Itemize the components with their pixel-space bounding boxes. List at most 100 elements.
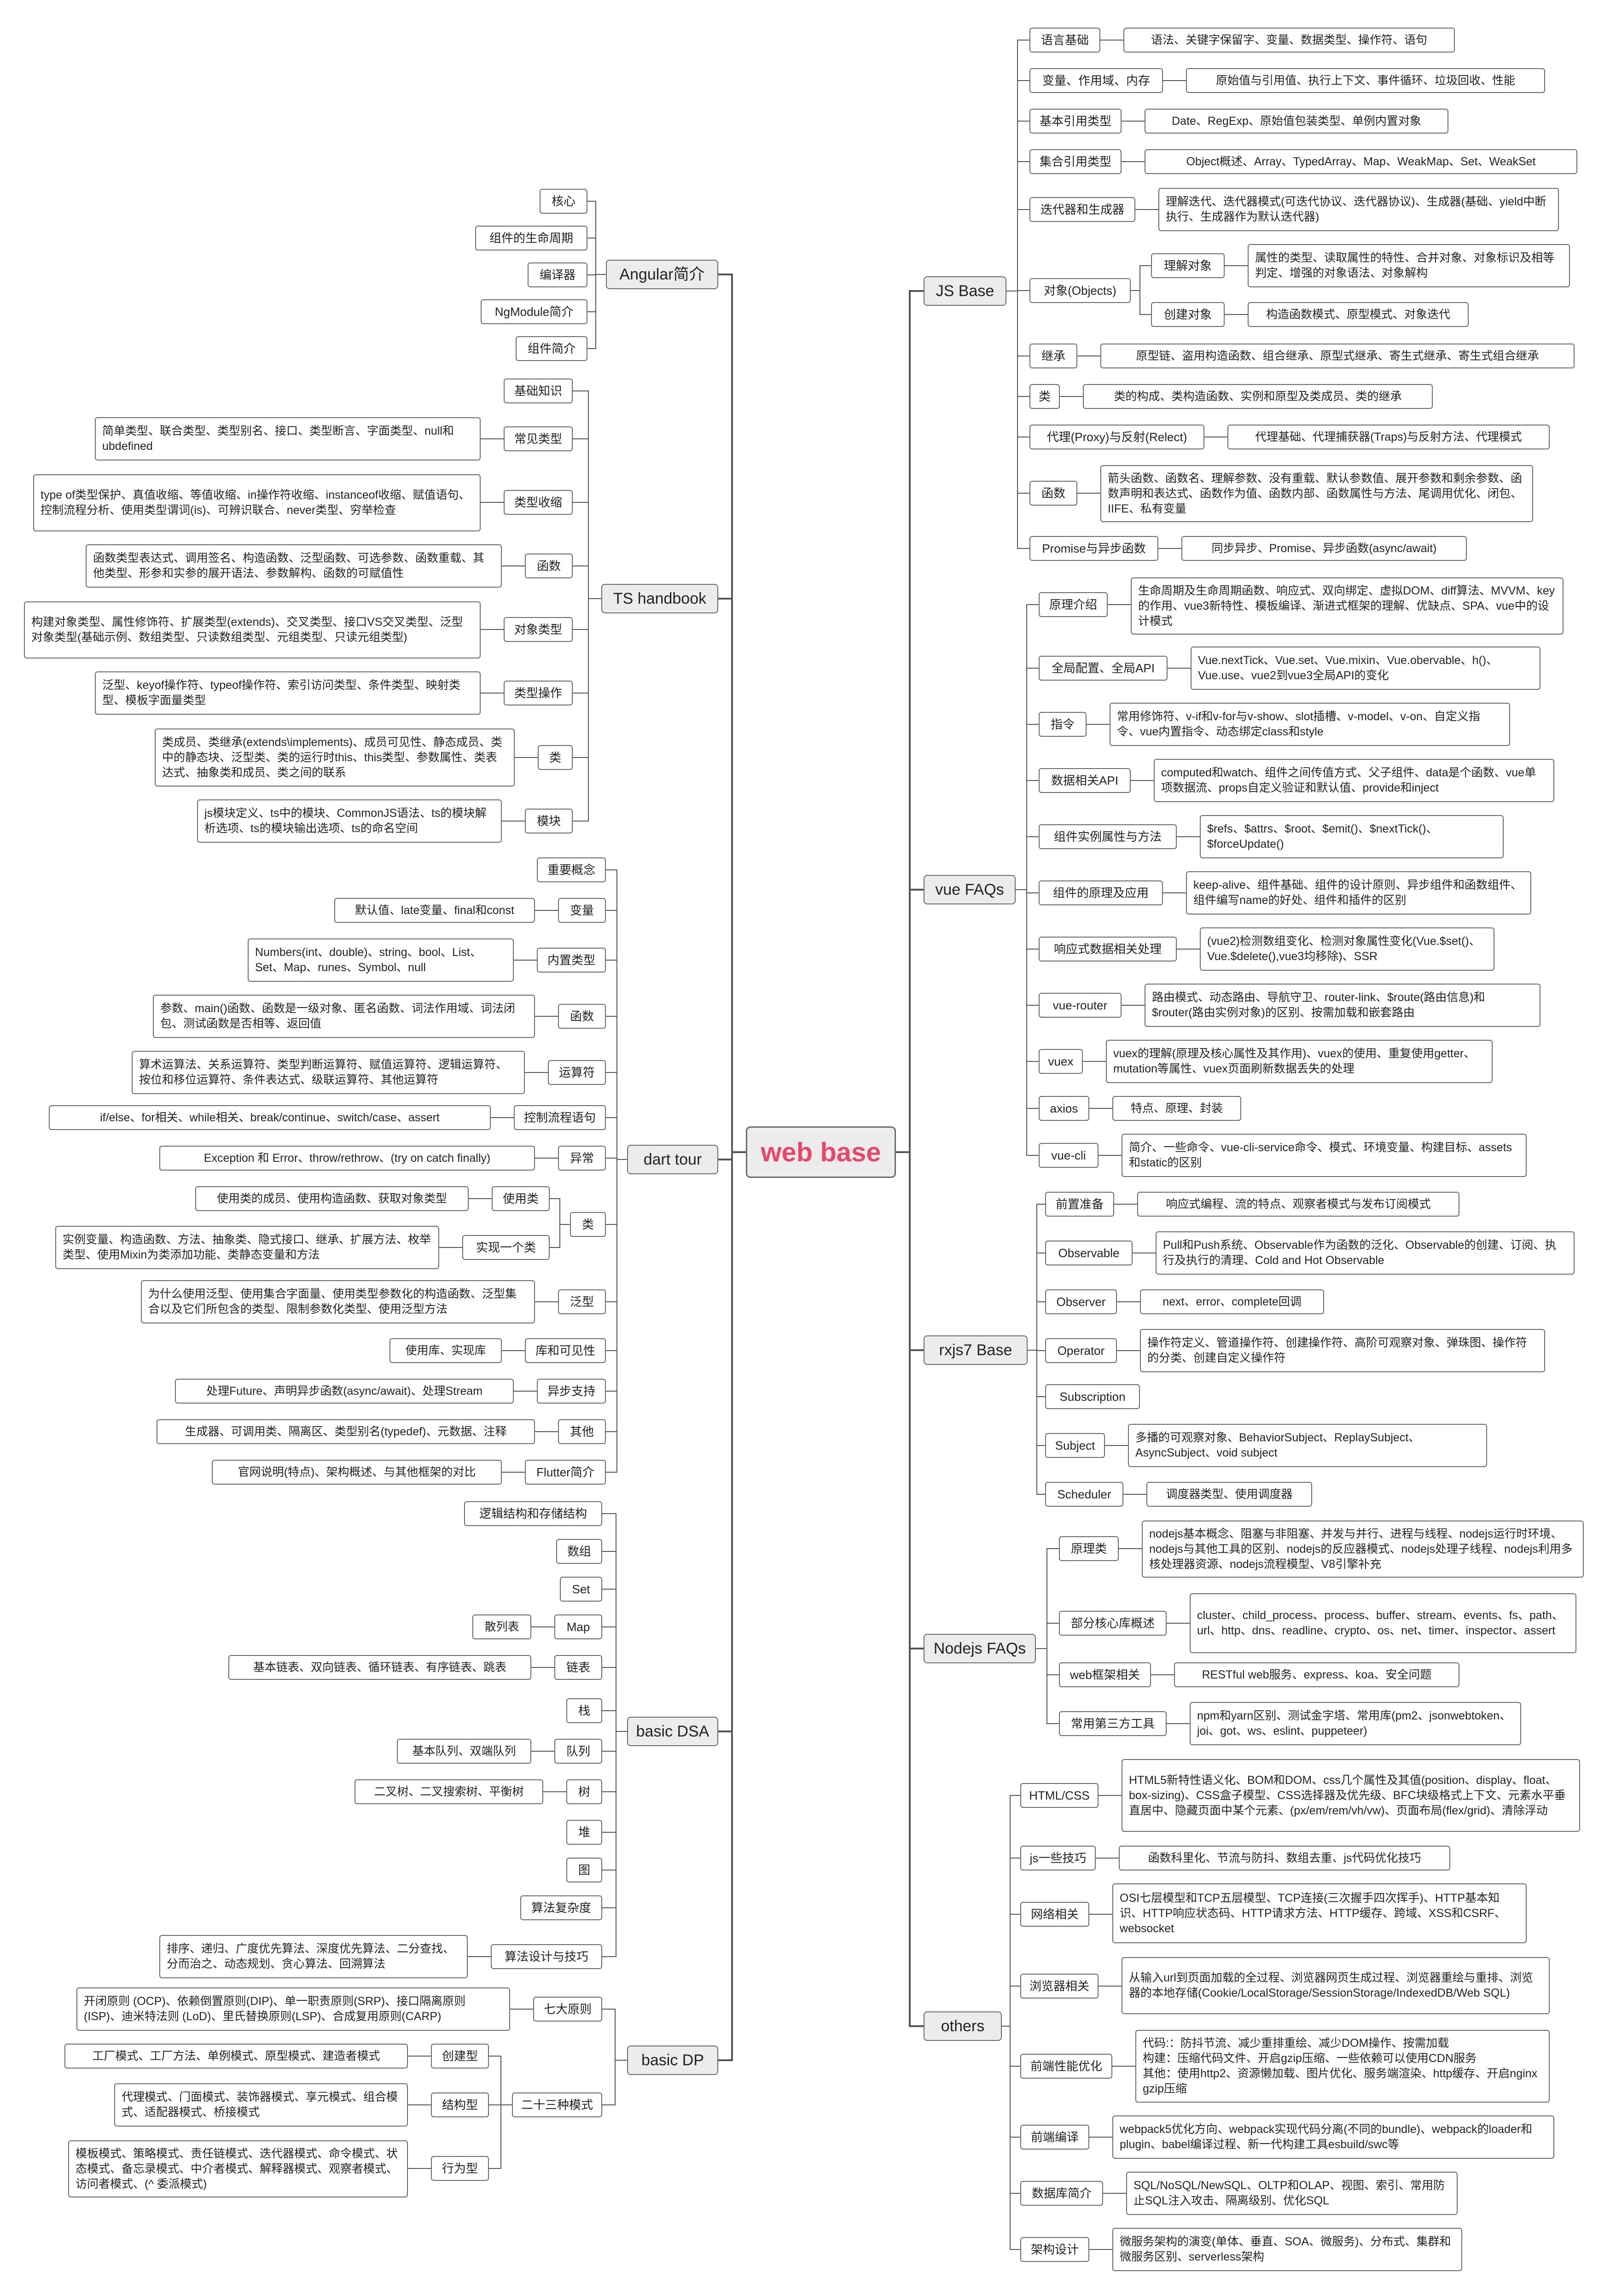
vue-shujuapi[interactable]: 数据相关API bbox=[1039, 768, 1131, 793]
ts-mokuai[interactable]: 模块 bbox=[525, 809, 573, 833]
js-duixiang[interactable]: 对象(Objects) bbox=[1029, 278, 1131, 303]
branch-rxjs[interactable]: rxjs7 Base bbox=[924, 1335, 1028, 1365]
ts-changjian[interactable]: 常见类型 bbox=[504, 426, 573, 451]
dart-neizhi[interactable]: 内置类型 bbox=[537, 948, 606, 973]
oth-shujuku[interactable]: 数据库简介 bbox=[1020, 2181, 1103, 2206]
dsa-dui[interactable]: 堆 bbox=[566, 1820, 602, 1845]
dsa-luoji[interactable]: 逻辑结构和存储结构 bbox=[464, 1501, 602, 1526]
js-jibenyinyong[interactable]: 基本引用类型 bbox=[1029, 109, 1122, 134]
js-hanshu[interactable]: 函数 bbox=[1029, 481, 1077, 506]
dp-chuangjianxing[interactable]: 创建型 bbox=[431, 2044, 489, 2069]
ts-shousuo[interactable]: 类型收缩 bbox=[504, 490, 573, 515]
dart-gainian[interactable]: 重要概念 bbox=[537, 857, 606, 882]
branch-nodejs[interactable]: Nodejs FAQs bbox=[924, 1634, 1036, 1663]
dart-fanxing[interactable]: 泛型 bbox=[558, 1289, 606, 1314]
vue-cli[interactable]: vue-cli bbox=[1039, 1143, 1099, 1168]
dsa-tu[interactable]: 图 bbox=[566, 1858, 602, 1882]
dart-flutter[interactable]: Flutter简介 bbox=[525, 1460, 606, 1485]
js-lei[interactable]: 类 bbox=[1029, 384, 1060, 409]
js-jiheyinyong[interactable]: 集合引用类型 bbox=[1029, 149, 1122, 174]
dp-qidayuanze[interactable]: 七大原则 bbox=[533, 1997, 602, 2022]
js-promise[interactable]: Promise与异步函数 bbox=[1029, 536, 1158, 561]
ng-hexin[interactable]: 核心 bbox=[540, 189, 587, 214]
dart-shixianlei[interactable]: 实现一个类 bbox=[462, 1235, 550, 1260]
vue-xiangyingshi[interactable]: 响应式数据相关处理 bbox=[1039, 937, 1177, 962]
ts-duixiangleixing[interactable]: 对象类型 bbox=[504, 617, 573, 642]
vue-vuex[interactable]: vuex bbox=[1039, 1049, 1083, 1074]
branch-dart[interactable]: dart tour bbox=[627, 1145, 718, 1174]
branch-angular[interactable]: Angular简介 bbox=[606, 260, 718, 289]
js-yuyanjichu[interactable]: 语言基础 bbox=[1029, 28, 1100, 52]
dart-bianliang[interactable]: 变量 bbox=[558, 898, 606, 923]
branch-vue-faqs[interactable]: vue FAQs bbox=[924, 875, 1016, 904]
root-node[interactable]: web base bbox=[746, 1126, 896, 1178]
oth-bianyi[interactable]: 前端编译 bbox=[1020, 2125, 1089, 2150]
vue-axios[interactable]: axios bbox=[1039, 1096, 1089, 1121]
js-chuangjianduixiang[interactable]: 创建对象 bbox=[1151, 302, 1225, 327]
branch-dp[interactable]: basic DP bbox=[627, 2045, 718, 2075]
ng-zujian[interactable]: 组件简介 bbox=[516, 336, 587, 361]
rx-scheduler[interactable]: Scheduler bbox=[1045, 1482, 1123, 1507]
connector-102 bbox=[573, 565, 601, 599]
dsa-zhan[interactable]: 栈 bbox=[566, 1698, 602, 1723]
js-bianliang[interactable]: 变量、作用域、内存 bbox=[1029, 68, 1163, 93]
oth-jiagou[interactable]: 架构设计 bbox=[1020, 2237, 1089, 2262]
ts-leixingcaozuo[interactable]: 类型操作 bbox=[504, 681, 573, 705]
node-disanfang[interactable]: 常用第三方工具 bbox=[1059, 1711, 1167, 1736]
dart-shiyonglei[interactable]: 使用类 bbox=[492, 1186, 550, 1211]
dsa-duilie[interactable]: 队列 bbox=[554, 1739, 602, 1764]
branch-dsa[interactable]: basic DSA bbox=[627, 1717, 718, 1746]
ts-hanshu[interactable]: 函数 bbox=[525, 554, 573, 578]
vue-yuanli[interactable]: 原理介绍 bbox=[1039, 592, 1108, 617]
vue-router[interactable]: vue-router bbox=[1039, 993, 1122, 1018]
branch-js-base[interactable]: JS Base bbox=[924, 276, 1006, 306]
ng-shengmingzhouqi[interactable]: 组件的生命周期 bbox=[475, 226, 587, 251]
js-lijieduixiang[interactable]: 理解对象 bbox=[1151, 253, 1225, 278]
rx-subject[interactable]: Subject bbox=[1045, 1433, 1105, 1458]
dsa-shuzu[interactable]: 数组 bbox=[556, 1539, 602, 1564]
ts-jichu[interactable]: 基础知识 bbox=[504, 379, 573, 403]
dsa-map[interactable]: Map bbox=[554, 1614, 602, 1639]
rx-operator[interactable]: Operator bbox=[1045, 1338, 1117, 1363]
dart-lei[interactable]: 类 bbox=[570, 1212, 606, 1237]
dp-ershisan[interactable]: 二十三种模式 bbox=[512, 2092, 602, 2117]
oth-jsjiqiao[interactable]: js一些技巧 bbox=[1020, 1846, 1096, 1871]
oth-liulanqi[interactable]: 浏览器相关 bbox=[1020, 1974, 1099, 1999]
vue-zhiling[interactable]: 指令 bbox=[1039, 712, 1087, 737]
oth-xingneng[interactable]: 前端性能优化 bbox=[1020, 2054, 1112, 2079]
branch-others[interactable]: others bbox=[924, 2011, 1002, 2041]
dart-hanshu[interactable]: 函数 bbox=[558, 1004, 606, 1029]
vue-quanjupeizhi[interactable]: 全局配置、全局API bbox=[1039, 656, 1168, 681]
dart-kongzhi[interactable]: 控制流程语句 bbox=[514, 1105, 606, 1130]
vue-zujianyuanli[interactable]: 组件的原理及应用 bbox=[1039, 880, 1163, 905]
dp-jiegouxing[interactable]: 结构型 bbox=[431, 2092, 489, 2117]
branch-ts[interactable]: TS handbook bbox=[601, 584, 718, 613]
rx-observer[interactable]: Observer bbox=[1045, 1289, 1117, 1314]
dp-xingweixing[interactable]: 行为型 bbox=[431, 2156, 489, 2181]
js-jicheng[interactable]: 继承 bbox=[1029, 344, 1077, 368]
rx-subscription[interactable]: Subscription bbox=[1045, 1384, 1140, 1409]
node-hexinku[interactable]: 部分核心库概述 bbox=[1059, 1611, 1167, 1636]
oth-wangluo[interactable]: 网络相关 bbox=[1020, 1902, 1089, 1927]
dart-yichang[interactable]: 异常 bbox=[558, 1146, 606, 1171]
dart-qita[interactable]: 其他 bbox=[558, 1419, 606, 1444]
node-yuanli[interactable]: 原理类 bbox=[1059, 1536, 1119, 1561]
dsa-sheji[interactable]: 算法设计与技巧 bbox=[491, 1944, 602, 1969]
dsa-set[interactable]: Set bbox=[560, 1577, 602, 1602]
dart-yunsuanfu[interactable]: 运算符 bbox=[548, 1060, 606, 1085]
dsa-shu[interactable]: 树 bbox=[566, 1779, 602, 1804]
js-diedaiqi[interactable]: 迭代器和生成器 bbox=[1029, 197, 1135, 222]
dart-ku[interactable]: 库和可见性 bbox=[525, 1338, 606, 1363]
ng-bianyiqi[interactable]: 编译器 bbox=[528, 262, 587, 287]
rx-observable[interactable]: Observable bbox=[1045, 1241, 1133, 1265]
ng-ngmodule[interactable]: NgModule简介 bbox=[481, 299, 587, 324]
vue-zujianshili[interactable]: 组件实例属性与方法 bbox=[1039, 824, 1177, 849]
dsa-fuzadu[interactable]: 算法复杂度 bbox=[520, 1895, 602, 1920]
js-proxy[interactable]: 代理(Proxy)与反射(Relect) bbox=[1029, 425, 1204, 449]
rx-qianzhi[interactable]: 前置准备 bbox=[1045, 1192, 1114, 1217]
oth-htmlcss[interactable]: HTML/CSS bbox=[1020, 1783, 1099, 1808]
dsa-lianbiao[interactable]: 链表 bbox=[554, 1655, 602, 1680]
ts-lei[interactable]: 类 bbox=[538, 745, 573, 770]
node-webkuangjia[interactable]: web框架相关 bbox=[1059, 1662, 1151, 1687]
dart-yibu[interactable]: 异步支持 bbox=[537, 1379, 606, 1404]
